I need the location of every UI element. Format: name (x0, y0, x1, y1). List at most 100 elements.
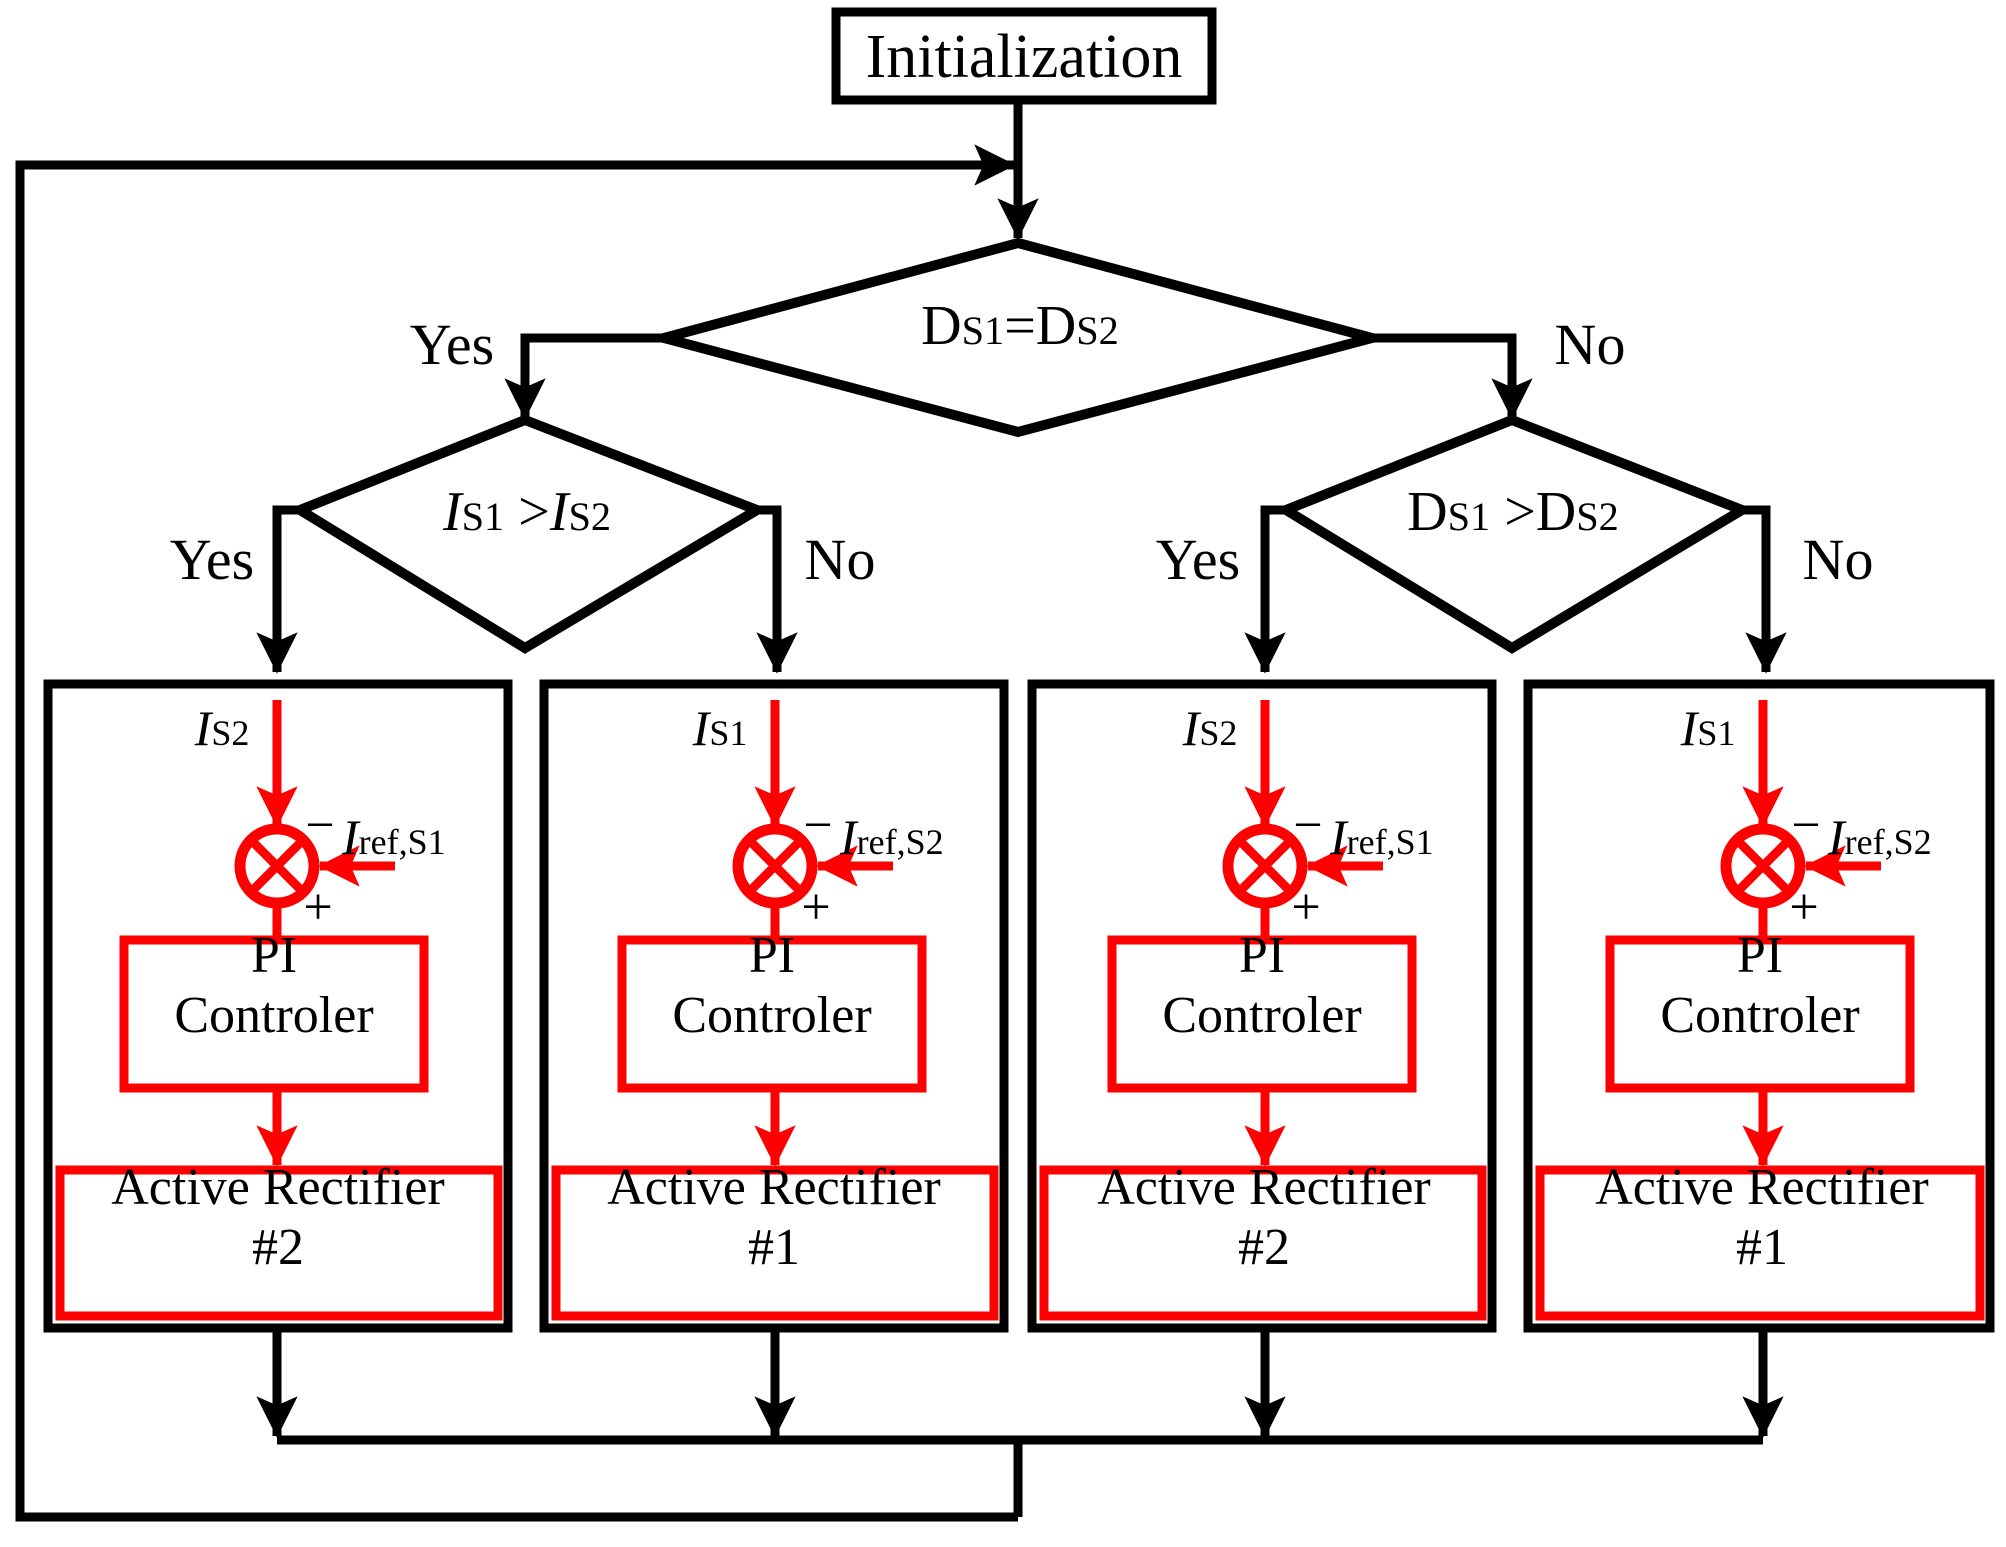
b1-feedback-sub: S2 (211, 713, 250, 753)
b3-pi-controller-label: PI Controler (1162, 930, 1361, 1042)
feedback-loop-path (15, 144, 1018, 1522)
b3-pi-line1: PI (1238, 927, 1286, 984)
d1-var2: D (1035, 295, 1077, 357)
b4-feedback-label: IS1 (1681, 703, 1736, 753)
b1-feedback-var: I (194, 700, 212, 756)
b1-plant-line1: Active Rectifier (111, 1159, 445, 1216)
b4-pi-line2: Controler (1660, 987, 1860, 1044)
b1-plant-line2: #2 (251, 1219, 304, 1276)
b1-pi-controller-label: PI Controler (174, 930, 373, 1042)
decision-2-label: IS1 >IS2 (443, 484, 611, 540)
b1-feedback-label: IS2 (195, 703, 250, 753)
b3-plus-sign: + (1291, 879, 1321, 936)
edge-d2-no (756, 505, 798, 674)
b1-pi-line1: PI (250, 927, 298, 984)
b3-minus-sign: − (1293, 797, 1323, 854)
d2-op: > (504, 481, 550, 543)
b1-ref-sub: ref,S1 (358, 822, 446, 862)
b1-sum-cross (247, 836, 307, 896)
b2-sum-cross (745, 836, 805, 896)
b3-ref-var: I (1330, 809, 1347, 865)
b4-active-rectifier-label: Active Rectifier #1 (1595, 1162, 1929, 1274)
b4-ref-var: I (1828, 809, 1845, 865)
b4-ref-sub: ref,S2 (1844, 822, 1932, 862)
d2-sub1: S1 (461, 494, 505, 539)
d1-sub2: S2 (1076, 308, 1119, 353)
b2-active-rectifier-box (551, 1165, 999, 1321)
b3-feedback-label: IS2 (1183, 703, 1238, 753)
edge-d1-no (1372, 333, 1533, 420)
b3-sum-cross (1235, 836, 1295, 896)
b2-plus-sign: + (801, 879, 831, 936)
b2-feedback-label: IS1 (693, 703, 748, 753)
b2-plant-line1: Active Rectifier (607, 1159, 941, 1216)
d3-var1: D (1407, 481, 1448, 543)
b3-plant-line1: Active Rectifier (1097, 1159, 1431, 1216)
b2-ref-var: I (840, 809, 857, 865)
b1-plus-sign: + (303, 879, 333, 936)
d3-sub1: S1 (1447, 494, 1491, 539)
b4-sum-cross (1733, 836, 1793, 896)
initialization-label: Initialization (865, 23, 1183, 91)
b4-pi-controller-label: PI Controler (1660, 930, 1859, 1042)
b3-active-rectifier-label: Active Rectifier #2 (1097, 1162, 1431, 1274)
b2-plant-line2: #1 (747, 1219, 800, 1276)
b1-ref-var: I (342, 809, 359, 865)
b2-pi-controller-label: PI Controler (672, 930, 871, 1042)
d1-var1: D (921, 295, 962, 357)
b3-reference-label: Iref,S1 (1330, 812, 1434, 862)
decision-1-yes-label: Yes (409, 312, 495, 377)
b3-active-rectifier-box (1039, 1165, 1487, 1321)
b4-minus-sign: − (1791, 797, 1821, 854)
b3-pi-line2: Controler (1162, 987, 1362, 1044)
d2-sub2: S2 (568, 494, 612, 539)
d1-sub1: S1 (961, 308, 1005, 353)
b4-feedback-var: I (1680, 700, 1698, 756)
decision-3-yes-label: Yes (1155, 527, 1241, 592)
b3-feedback-var: I (1182, 700, 1200, 756)
b2-pi-line2: Controler (672, 987, 872, 1044)
b2-active-rectifier-label: Active Rectifier #1 (607, 1162, 941, 1274)
b1-active-rectifier-box (55, 1165, 503, 1321)
d3-var2: D (1535, 481, 1577, 543)
decision-diamond-2 (288, 414, 769, 654)
b4-plant-line2: #1 (1735, 1219, 1788, 1276)
b3-feedback-sub: S2 (1199, 713, 1238, 753)
b1-active-rectifier-label: Active Rectifier #2 (111, 1162, 445, 1274)
b2-pi-line1: PI (748, 927, 796, 984)
decision-2-yes-label: Yes (169, 527, 255, 592)
b4-plus-sign: + (1789, 879, 1819, 936)
b4-pi-line1: PI (1736, 927, 1784, 984)
decision-1-no-label: No (1554, 312, 1626, 377)
b1-minus-sign: − (305, 797, 335, 854)
b4-active-rectifier-box (1535, 1165, 1985, 1321)
b2-minus-sign: − (803, 797, 833, 854)
d3-op: > (1490, 481, 1536, 543)
b4-feedback-sub: S1 (1697, 713, 1736, 753)
d2-var1: I (442, 481, 462, 543)
initialization-box (831, 7, 1217, 105)
b2-feedback-sub: S1 (709, 713, 748, 753)
b4-plant-line1: Active Rectifier (1595, 1159, 1929, 1216)
decision-3-label: DS1 >DS2 (1407, 484, 1619, 540)
b3-plant-line2: #2 (1237, 1219, 1290, 1276)
edge-d3-no (1742, 505, 1787, 674)
decision-3-no-label: No (1802, 527, 1874, 592)
edge-d2-yes (256, 505, 300, 674)
edge-d1-yes (504, 333, 664, 420)
decision-diamond-1 (644, 237, 1392, 438)
b2-ref-sub: ref,S2 (856, 822, 944, 862)
b3-ref-sub: ref,S1 (1346, 822, 1434, 862)
b1-pi-line2: Controler (174, 987, 374, 1044)
decision-2-no-label: No (804, 527, 876, 592)
decision-diamond-3 (1274, 414, 1754, 654)
b1-reference-label: Iref,S1 (342, 812, 446, 862)
edge-d3-yes (1244, 505, 1286, 674)
d3-sub2: S2 (1576, 494, 1619, 539)
b2-reference-label: Iref,S2 (840, 812, 944, 862)
d2-var2: I (549, 481, 569, 543)
b2-feedback-var: I (692, 700, 710, 756)
b4-reference-label: Iref,S2 (1828, 812, 1932, 862)
